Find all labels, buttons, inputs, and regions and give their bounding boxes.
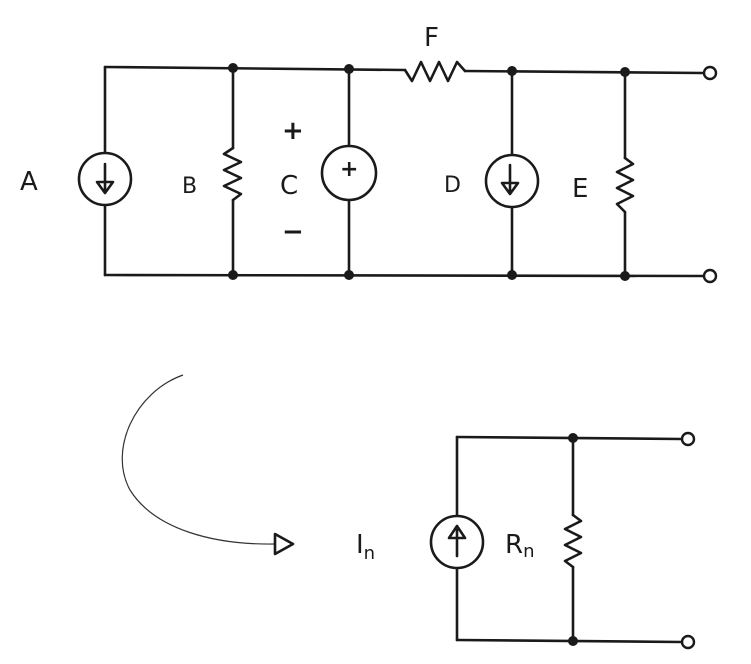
norton-terminal-top (680, 431, 696, 447)
norton-equivalent: In Rn (356, 431, 696, 650)
output-terminal-top (702, 65, 718, 81)
polarity-plus: + (282, 116, 304, 146)
label-in: In (356, 530, 375, 564)
junction-dot (568, 433, 578, 443)
label-d: D (444, 173, 461, 198)
junction-dot (507, 66, 517, 76)
label-in-main: I (356, 530, 364, 560)
junction-dot (620, 67, 630, 77)
current-source-d (484, 153, 540, 209)
curved-arrow-line (121, 374, 276, 545)
junction-dot (228, 270, 238, 280)
voltage-source-c (320, 144, 378, 202)
label-f: F (424, 23, 439, 53)
arrow-up-icon (447, 524, 467, 558)
junction-dot (344, 64, 354, 74)
source-c-plus: + (340, 157, 358, 182)
bottom-wire (103, 273, 705, 278)
label-rn-sub: n (523, 541, 534, 562)
resistor-e (615, 156, 635, 214)
arrow-down-icon (500, 163, 520, 196)
junction-dot (568, 636, 578, 646)
output-terminal-bottom (702, 268, 718, 284)
top-wire-left (103, 65, 407, 72)
junction-dot (507, 270, 517, 280)
junction-dot (228, 63, 238, 73)
arrow-down-icon (95, 162, 115, 195)
resistor-f (403, 60, 467, 83)
label-c: C (280, 171, 298, 201)
label-b: B (182, 174, 197, 199)
norton-terminal-bottom (680, 634, 696, 650)
label-e: E (572, 174, 588, 204)
polarity-minus: − (282, 217, 304, 247)
label-in-sub: n (364, 543, 375, 564)
original-circuit: A B C D E F + − + (20, 23, 718, 284)
label-rn: Rn (505, 530, 535, 562)
arrow-head-icon (273, 532, 295, 556)
transform-arrow (121, 374, 295, 556)
resistor-b (222, 146, 243, 202)
junction-dot (344, 270, 354, 280)
label-a: A (20, 167, 38, 197)
top-wire-right (463, 69, 705, 75)
label-rn-main: R (505, 530, 523, 560)
resistor-rn (563, 513, 583, 569)
junction-dot (620, 271, 630, 281)
